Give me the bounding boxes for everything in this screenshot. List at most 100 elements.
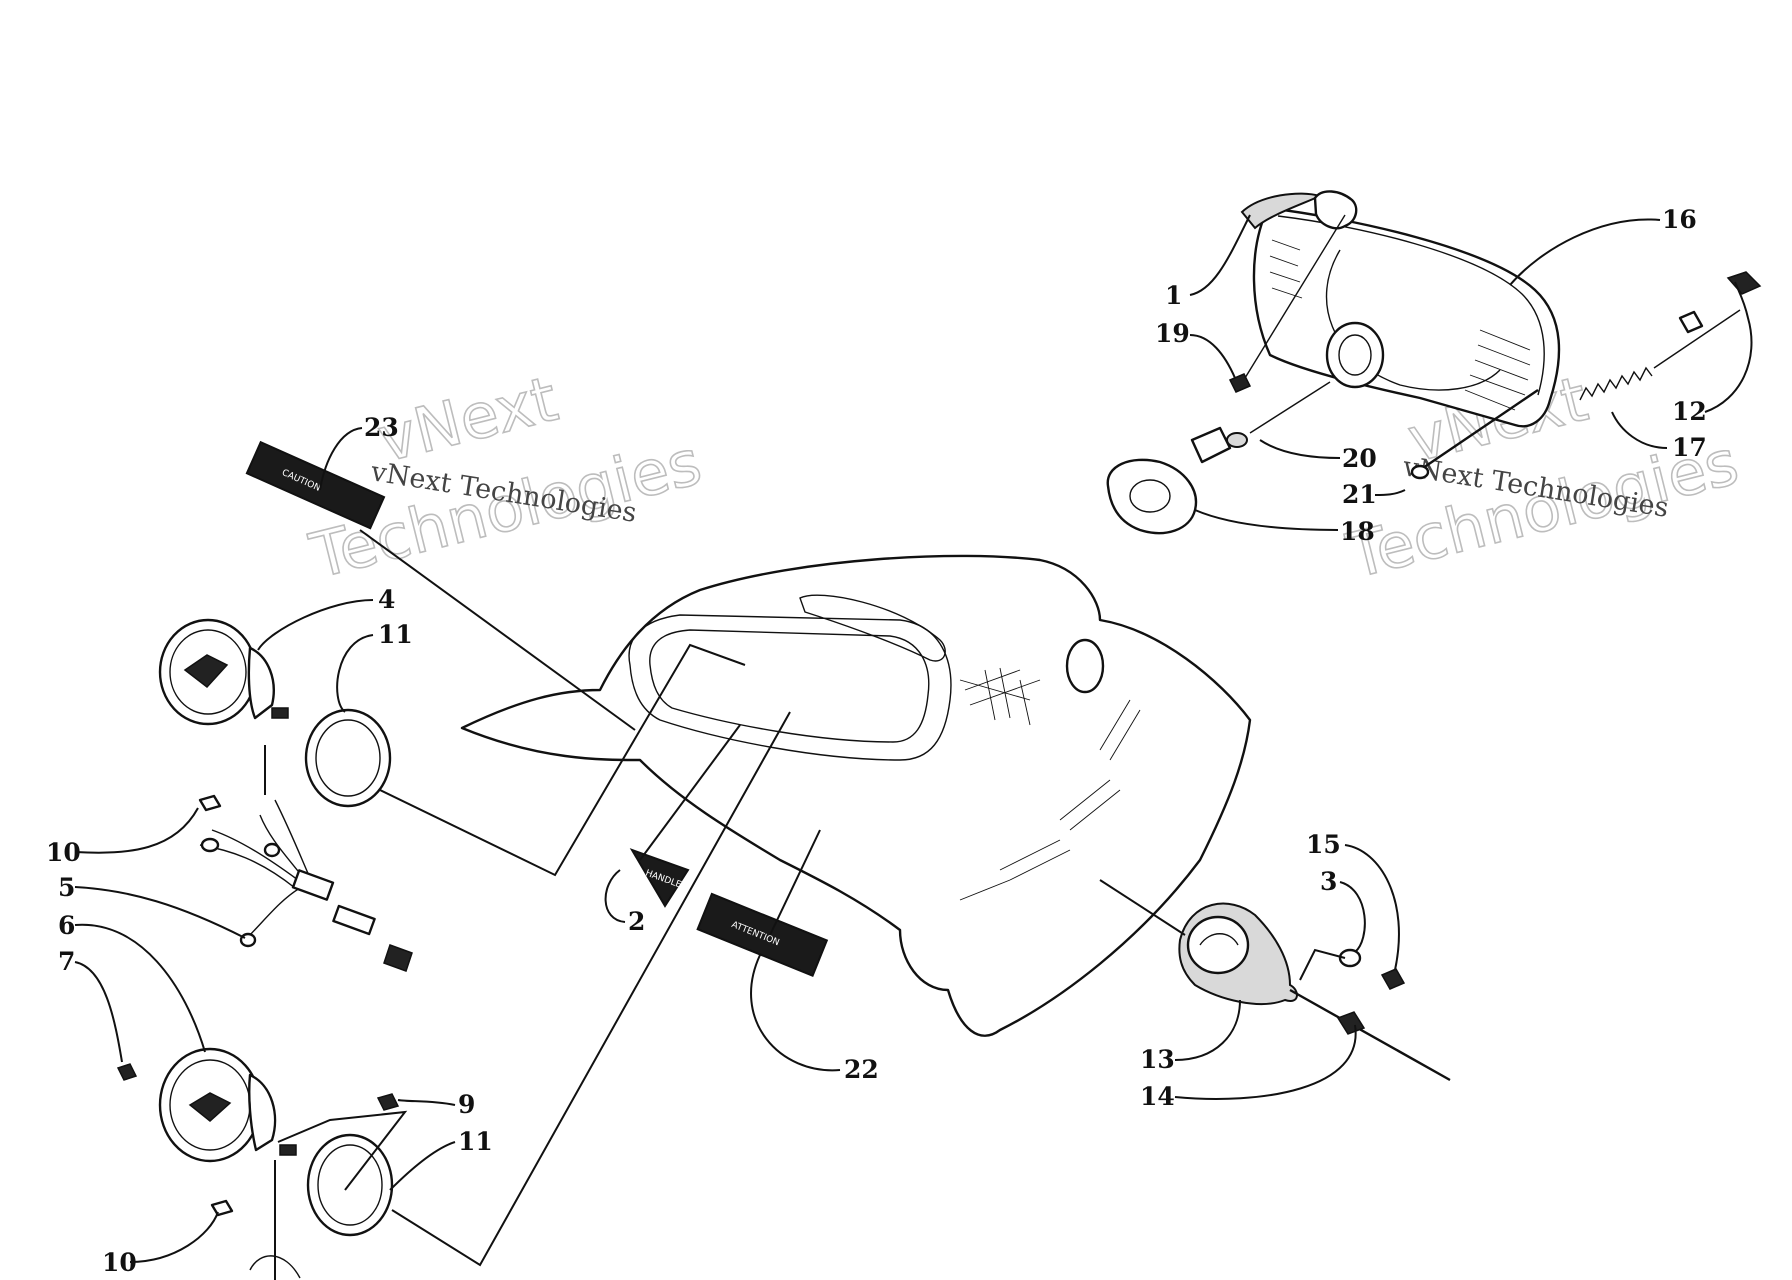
leader-10b (129, 1211, 219, 1263)
adjuster-rod (1653, 309, 1741, 369)
harness-lead-b (263, 842, 281, 858)
spring-17 (1579, 366, 1653, 401)
callout-10b: 10 (102, 1248, 137, 1277)
retaining-ring-18 (1106, 458, 1198, 535)
callout-14: 14 (1140, 1082, 1175, 1111)
bezel-ring-11b-inner (317, 1144, 383, 1226)
leader-housing13-washer (1299, 948, 1346, 981)
callout-23: 23 (364, 413, 399, 442)
screw-19-axis (1244, 214, 1346, 379)
leader-11a (336, 634, 374, 713)
callout-11a: 11 (378, 620, 413, 649)
headlight-assembly (1106, 190, 1762, 535)
adjuster-bolt-21-head (1410, 464, 1430, 480)
dash-gauge-window (628, 614, 952, 761)
leader-ring11b-dash (391, 711, 791, 1267)
leader-gauge6-bulb9 (277, 1110, 408, 1191)
headlight-reflector (1325, 249, 1501, 391)
leader-4 (257, 599, 374, 651)
gauge-6 (158, 1047, 297, 1163)
nut-15 (1380, 968, 1406, 990)
callout-10a: 10 (46, 838, 81, 867)
headlight-hatching (1269, 239, 1531, 411)
leader-9 (397, 1099, 456, 1106)
leader-20 (1259, 439, 1341, 459)
callout-22: 22 (844, 1055, 879, 1084)
decal-2-triangle (629, 848, 690, 908)
gauge-6-stud (279, 1144, 297, 1156)
callout-6: 6 (58, 911, 75, 940)
leader-3 (1339, 881, 1366, 953)
bulb-socket-10a (198, 794, 222, 812)
leader-23 (319, 427, 363, 491)
dash-gauge-window-inner (649, 629, 930, 743)
cable-14-line (1289, 988, 1451, 1082)
harness-bulb-5 (239, 932, 257, 948)
bezel-ring-11a-inner (315, 719, 381, 797)
leader-21 (1374, 489, 1406, 496)
leader-22 (750, 954, 841, 1072)
gauge-6-back (248, 1073, 277, 1152)
watermark-left-big-top: vNext (371, 362, 564, 477)
decal-23: CAUTION (245, 440, 386, 530)
clip-12-plate (1678, 310, 1704, 334)
bulb-socket-ring (1325, 321, 1385, 389)
callout-15: 15 (1306, 830, 1341, 859)
callout-1: 1 (1165, 281, 1182, 310)
leader-18 (1194, 509, 1339, 531)
harness-connector (383, 944, 413, 972)
bulb-socket-10b (210, 1199, 234, 1217)
cable-14 (1289, 988, 1451, 1082)
wiring-harness-5 (199, 799, 413, 1279)
leader-23-dash (359, 529, 636, 731)
leader-19 (1189, 334, 1236, 379)
gauge-6-needle (188, 1092, 232, 1122)
gauge-4-face (169, 629, 247, 715)
retaining-ring-18-hole (1129, 479, 1171, 513)
dash-top-vent (799, 594, 946, 662)
decal-2: HANDLE BAR (629, 848, 703, 908)
leader-16 (1509, 218, 1661, 286)
callout-4: 4 (378, 585, 395, 614)
leader-6 (74, 923, 206, 1053)
leader-2 (604, 869, 626, 923)
callout-13: 13 (1140, 1045, 1175, 1074)
washer-3 (1338, 948, 1362, 968)
gauge-4-back (247, 646, 275, 720)
headlight-rim (1277, 215, 1545, 396)
callout-19: 19 (1155, 319, 1190, 348)
callouts: 1 19 16 12 17 20 21 18 23 4 11 10 5 6 7 … (46, 205, 1707, 1277)
bulb-socket-ring-inner (1338, 334, 1372, 376)
headlight-knob-top (1313, 190, 1358, 230)
adjuster-bolt-21 (1419, 389, 1539, 471)
harness-lead-a (200, 837, 220, 853)
decal-22: ATTENTION (696, 892, 829, 977)
clip-12 (1726, 271, 1762, 295)
callout-5: 5 (58, 873, 75, 902)
leader-7 (74, 961, 123, 1063)
housing-13 (1178, 902, 1298, 1006)
harness-sleeve-2 (332, 904, 376, 936)
leader-5 (74, 886, 246, 939)
bulb-20-axis (1249, 381, 1331, 434)
callout-12: 12 (1672, 397, 1707, 426)
dash-side-hole (1065, 638, 1105, 694)
decal-22-plate (696, 892, 829, 977)
leader-14 (1174, 1024, 1357, 1100)
gauge-6-face (169, 1059, 251, 1151)
housing-13-bore (1186, 915, 1250, 975)
leader-decal2-dash (639, 724, 741, 861)
leader-1 (1189, 214, 1251, 296)
harness-lower (249, 1255, 301, 1279)
leader-10a (74, 807, 199, 854)
callout-7: 7 (58, 947, 75, 976)
dash-crosshatch (959, 667, 1141, 901)
callout-21: 21 (1342, 480, 1377, 509)
callout-18: 18 (1340, 517, 1375, 546)
gauge-4 (158, 618, 289, 726)
bulb-20-glass (1226, 432, 1248, 448)
watermark-left: vNext Technologies vNext Technologies (302, 361, 709, 593)
leader-15 (1344, 844, 1400, 971)
leader-11b (389, 1141, 456, 1191)
callout-20: 20 (1342, 444, 1377, 473)
